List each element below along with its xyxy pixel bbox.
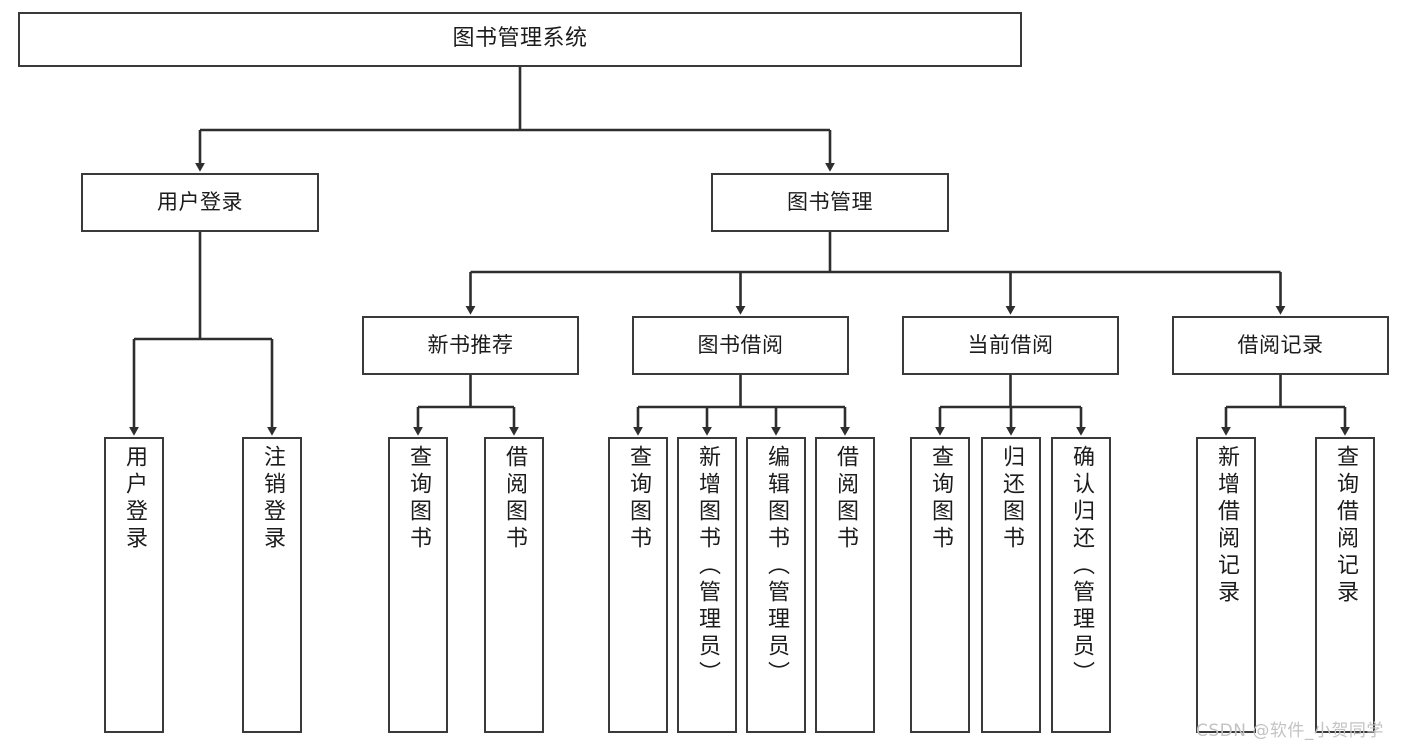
node-leaf-query-book-1[interactable]: 查询图书 — [388, 437, 448, 733]
node-label: 借阅图书 — [833, 445, 858, 553]
node-label: 查询图书 — [626, 445, 651, 553]
node-label: 用户登录 — [157, 189, 243, 214]
csdn-watermark: CSDN @软件_小贺同学 — [1196, 721, 1384, 741]
node-user-login[interactable]: 用户登录 — [81, 173, 319, 232]
node-leaf-borrow-book-2[interactable]: 借阅图书 — [815, 437, 875, 733]
node-label: 查询借阅记录 — [1333, 445, 1358, 607]
node-root[interactable]: 图书管理系统 — [18, 12, 1022, 67]
node-leaf-add-book[interactable]: 新增图书（管理员） — [677, 437, 737, 733]
node-label: 新增借阅记录 — [1214, 445, 1239, 607]
node-borrow-record[interactable]: 借阅记录 — [1172, 316, 1389, 375]
node-leaf-borrow-book-1[interactable]: 借阅图书 — [484, 437, 544, 733]
node-label: 注销登录 — [260, 445, 285, 553]
node-book-borrow[interactable]: 图书借阅 — [632, 316, 849, 375]
node-label: 新增图书（管理员） — [695, 445, 720, 688]
node-label: 图书管理系统 — [452, 26, 588, 52]
node-label: 当前借阅 — [967, 332, 1054, 357]
node-label: 用户登录 — [122, 445, 147, 553]
node-current-borrow[interactable]: 当前借阅 — [902, 316, 1119, 375]
node-label: 借阅记录 — [1237, 332, 1324, 357]
node-label: 归还图书 — [999, 445, 1024, 553]
node-leaf-query-book-3[interactable]: 查询图书 — [910, 437, 970, 733]
node-leaf-logout[interactable]: 注销登录 — [242, 437, 302, 733]
node-leaf-confirm-return[interactable]: 确认归还（管理员） — [1051, 437, 1111, 733]
node-label: 图书管理 — [787, 189, 873, 214]
node-label: 确认归还（管理员） — [1069, 445, 1094, 688]
node-leaf-return-book[interactable]: 归还图书 — [981, 437, 1041, 733]
node-label: 图书借阅 — [697, 332, 784, 357]
node-leaf-query-book-2[interactable]: 查询图书 — [608, 437, 668, 733]
node-leaf-add-record[interactable]: 新增借阅记录 — [1196, 437, 1256, 733]
node-leaf-user-login[interactable]: 用户登录 — [104, 437, 164, 733]
node-label: 编辑图书（管理员） — [764, 445, 789, 688]
node-leaf-query-record[interactable]: 查询借阅记录 — [1315, 437, 1375, 733]
node-leaf-edit-book[interactable]: 编辑图书（管理员） — [746, 437, 806, 733]
node-label: 新书推荐 — [427, 332, 514, 357]
node-label: 借阅图书 — [502, 445, 527, 553]
node-new-book-rec[interactable]: 新书推荐 — [362, 316, 579, 375]
node-label: 查询图书 — [406, 445, 431, 553]
node-label: 查询图书 — [928, 445, 953, 553]
node-book-manage[interactable]: 图书管理 — [711, 173, 949, 232]
